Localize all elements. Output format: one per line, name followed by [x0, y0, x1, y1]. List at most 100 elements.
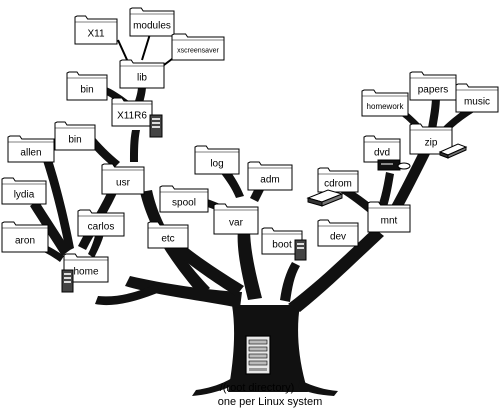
folder-etc: etc: [147, 221, 189, 249]
folder-icon: [171, 33, 225, 61]
folder-icon: [409, 123, 453, 155]
folder-label-x11r6: X11R6: [117, 111, 147, 122]
folder-label-dev: dev: [330, 232, 346, 243]
folder-label-boot: boot: [272, 240, 292, 251]
branch-home-to-lydia: [30, 200, 70, 256]
folder-label-log: log: [210, 159, 223, 170]
folder-mnt: mnt: [367, 201, 411, 233]
branch-to-home-low: [95, 284, 160, 306]
computer-tower-icon: [61, 269, 74, 293]
folder-cdrom: cdrom: [317, 167, 359, 193]
folder-icon: [119, 59, 165, 89]
folder-x11r6: X11R6: [111, 97, 153, 127]
folder-label-xscreensaver: xscreensaver: [177, 47, 219, 54]
branch-to-boot: [280, 262, 300, 302]
root-caption-line2: one per Linux system: [218, 396, 323, 408]
folder-icon: [247, 161, 293, 191]
branch-var-to-log: [220, 168, 244, 198]
folder-label-usr: usr: [116, 178, 131, 189]
computer-tower-icon: [294, 239, 307, 261]
branch-home-to-carlos: [88, 232, 104, 258]
folder-icon: [7, 135, 55, 163]
folder-music: music: [455, 83, 499, 113]
branch-mnt-to-zip: [390, 150, 430, 212]
folder-icon: [101, 163, 145, 195]
folder-label-carlos: carlos: [88, 222, 115, 233]
tree-root-left: [192, 378, 232, 396]
branch-to-var: [237, 228, 262, 300]
folder-icon: [54, 121, 96, 151]
folder-label-aron: aron: [15, 236, 35, 247]
folder-icon: [367, 201, 411, 233]
folder-icon: [1, 177, 47, 205]
folder-icon: [194, 145, 240, 175]
folder-icon: [409, 71, 457, 101]
branch-zip-to-papers: [428, 96, 440, 130]
folder-dvd: dvd: [363, 135, 401, 163]
folder-homework: homework: [361, 89, 409, 117]
folder-label-bin-top: bin: [80, 85, 93, 96]
folder-boot: boot: [261, 227, 303, 255]
folder-icon: [213, 203, 259, 235]
folder-icon: [147, 221, 189, 249]
branch-mnt-to-dvd: [378, 172, 394, 210]
folder-layer: X11modulesxscreensaverlibbinX11R6binalle…: [1, 7, 499, 283]
folder-label-zip: zip: [425, 138, 438, 149]
branch-to-usr: [140, 190, 210, 296]
folder-label-home: home: [73, 267, 98, 278]
folder-label-etc: etc: [161, 234, 174, 245]
folder-icon: [363, 135, 401, 163]
folder-allen: allen: [7, 135, 55, 163]
folder-label-papers: papers: [418, 85, 449, 96]
folder-var: var: [213, 203, 259, 235]
folder-label-spool: spool: [172, 198, 196, 209]
folder-icon: [77, 209, 125, 237]
folder-usr: usr: [101, 163, 145, 195]
folder-label-adm: adm: [260, 175, 279, 186]
folder-icon: [111, 97, 153, 127]
folder-icon: [63, 253, 109, 283]
folder-carlos: carlos: [77, 209, 125, 237]
folder-home: home: [63, 253, 109, 283]
folder-label-modules: modules: [133, 21, 171, 32]
folder-label-cdrom: cdrom: [324, 179, 352, 190]
folder-icon: [74, 15, 118, 45]
folder-label-allen: allen: [20, 148, 41, 159]
server-icon: [245, 335, 271, 375]
folder-label-mnt: mnt: [381, 216, 398, 227]
branch-usr-to-x11r6: [130, 130, 140, 162]
branch-left-major: [125, 276, 242, 308]
computer-tower-icon: [149, 114, 163, 138]
folder-adm: adm: [247, 161, 293, 191]
branch-home-to-allen: [40, 148, 74, 252]
folder-dev: dev: [317, 219, 359, 247]
folder-label-bin-mid: bin: [68, 135, 81, 146]
tree-root-right: [298, 380, 338, 396]
folder-lydia: lydia: [1, 177, 47, 205]
folder-label-dvd: dvd: [374, 148, 390, 159]
folder-icon: [1, 221, 49, 253]
folder-label-var: var: [229, 218, 244, 229]
connector-x11-lib: [117, 39, 129, 63]
folder-icon: [317, 219, 359, 247]
folder-icon: [261, 227, 303, 255]
folder-bin-mid: bin: [54, 121, 96, 151]
root-caption-line1: /(root directory): [220, 382, 295, 394]
branch-to-mnt: [288, 228, 384, 312]
folder-label-x11: X11: [87, 29, 104, 40]
folder-icon: [66, 71, 108, 101]
folder-icon: [129, 7, 175, 37]
branch-mnt-to-cdrom: [340, 186, 376, 214]
folder-label-homework: homework: [367, 102, 405, 111]
folder-x11: X11: [74, 15, 118, 45]
folder-label-lydia: lydia: [14, 190, 35, 201]
folder-modules: modules: [129, 7, 175, 37]
folder-icon: [361, 89, 409, 117]
folder-label-music: music: [464, 97, 490, 108]
folder-lib: lib: [119, 59, 165, 89]
folder-zip: zip: [409, 123, 453, 155]
zip-drive-icon: [438, 143, 468, 159]
folder-xscreensaver: xscreensaver: [171, 33, 225, 61]
folder-bin-top: bin: [66, 71, 108, 101]
